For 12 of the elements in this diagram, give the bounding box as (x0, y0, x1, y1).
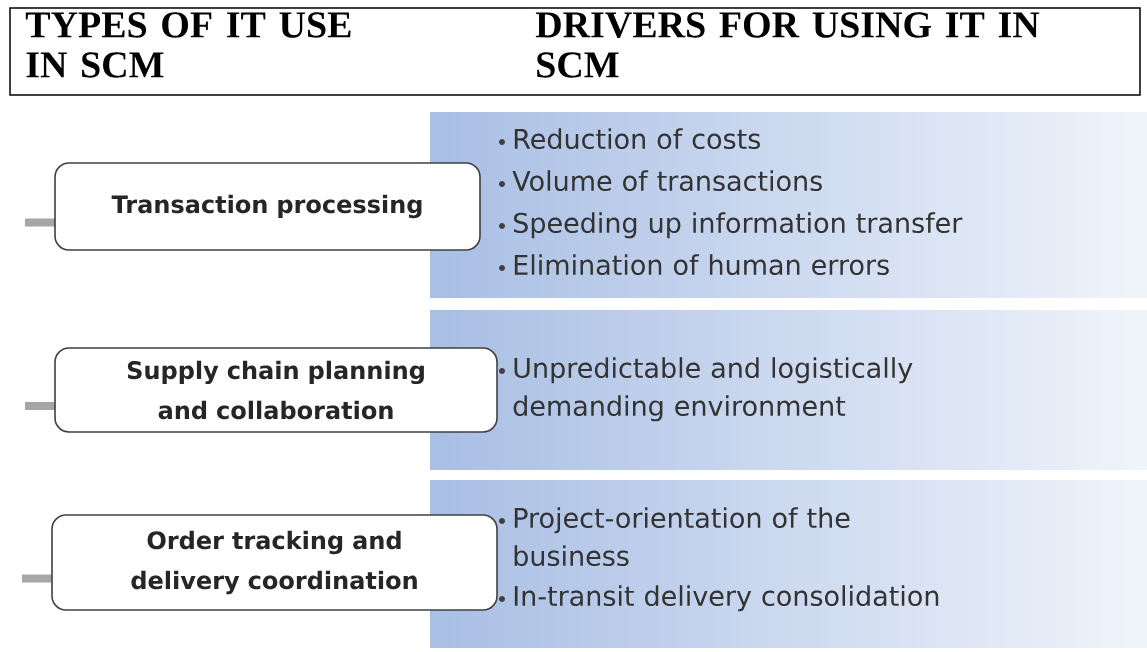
list-item: Volume of transactions (499, 170, 822, 192)
list-item: Elimination of human errors (499, 254, 889, 276)
list-item: Reduction of costs (499, 128, 760, 150)
list-item: In-transit delivery consolidation (499, 585, 939, 612)
list-item: Project-orientation of the business (499, 507, 850, 567)
list-item: Speeding up information transfer (499, 212, 963, 239)
column-heading: TYPES OF IT USE IN SCM (25, 12, 351, 78)
process-box: Order tracking and delivery coordination (22, 514, 498, 611)
column-heading: DRIVERS FOR USING IT IN SCM (535, 12, 1040, 78)
list-item: Unpredictable and logistically demanding environment (499, 357, 913, 422)
process-box: Transaction processing (25, 162, 481, 251)
process-box: Supply chain planning and collaboration (25, 347, 498, 433)
